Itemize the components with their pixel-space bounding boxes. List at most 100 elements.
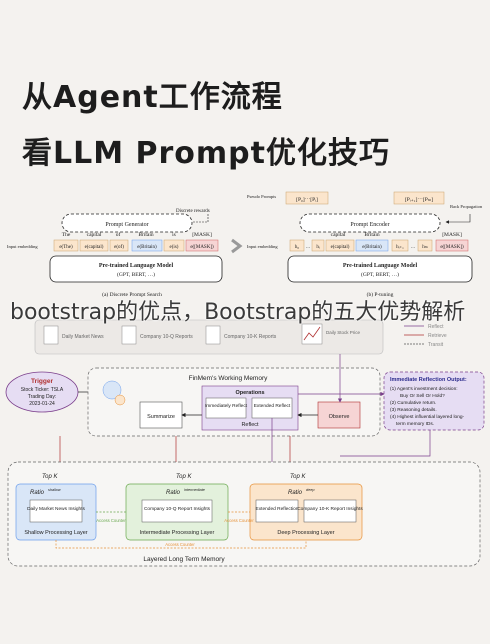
output-line-6: term memory IDs.	[396, 421, 434, 427]
embed-5: e(is)	[170, 245, 179, 250]
pt-embed-box-1	[289, 239, 305, 252]
prompt-encoder-box	[299, 213, 441, 233]
pt-embed-box-5	[355, 239, 389, 252]
topk-shallow: Top K	[42, 474, 58, 480]
caption-b: (b) P-tuning	[367, 291, 394, 298]
watermark-caption: bootstrap的优点，Bootstrap的五大优势解析	[10, 300, 466, 325]
pt-embed-2: …	[306, 245, 311, 250]
trigger-line-3: 2023-01-24	[29, 401, 55, 407]
trigger-title: Trigger	[31, 378, 54, 385]
deep-layer-label: Deep Processing Layer	[277, 530, 334, 536]
embed-box-6	[185, 239, 219, 252]
inter-insight-label: Company 10-Q Report Insights	[144, 506, 211, 512]
deep-extended-box	[255, 499, 299, 523]
topk-inter: Top K	[176, 474, 192, 480]
pt-embed-1: h₀	[295, 245, 300, 250]
word-capital: capital	[87, 232, 102, 238]
pt-embed-6: hᵢ₊₁	[396, 245, 404, 250]
word-mask: [MASK]	[192, 232, 212, 238]
embed-3: e(of)	[114, 245, 124, 250]
pt-embed-4: e(capital)	[331, 245, 350, 250]
deep-ratio-sub: deep	[306, 488, 314, 492]
pseudo-prompts-label: Pseudo Prompts	[247, 194, 276, 199]
word-the: The	[62, 232, 71, 238]
embed-2: e(capital)	[85, 245, 104, 250]
access-counter-3: Access Counter	[165, 542, 195, 547]
pt-embed-box-4	[325, 239, 355, 252]
discrete-rewards-label: Discrete rewards	[176, 209, 210, 214]
lm-box-b	[287, 255, 473, 283]
input-embedding-label: Input embedding	[7, 244, 38, 249]
long-term-label: Layered Long Term Memory	[143, 556, 225, 563]
embed-box-3	[109, 239, 129, 252]
prompt-generator-box	[61, 213, 193, 233]
output-line-1: (1) Agent's investment decision:	[390, 386, 458, 392]
embed-box-5	[163, 239, 185, 252]
word-britain: Britain	[138, 232, 154, 238]
embed-box-4	[131, 239, 163, 252]
caption-a: (a) Discrete Prompt Search	[102, 291, 162, 298]
ptuning-panel: Pseudo Prompts [P₀]⋯[Pᵢ] [Pᵢ₊₁]⋯[Pₘ] Bac…	[247, 191, 483, 298]
observe-label: Observe	[329, 414, 350, 420]
discrete-prompt-panel: Discrete rewards Prompt Generator The ca…	[7, 209, 223, 298]
output-line-2: Buy Or Sell Or Hold?	[400, 393, 445, 399]
inter-ratio: Ratio	[166, 490, 181, 496]
source-stock: Daily Stock Price	[326, 330, 361, 335]
pt-embed-7: …	[411, 245, 416, 250]
immediately-reflect-label: Immediately Reflect	[205, 403, 248, 409]
deep-10k-label: Company 10-K Report Insights	[297, 506, 363, 512]
legend-retrieve: Retrieve	[428, 333, 447, 339]
pt-word-capital: capital	[331, 232, 346, 238]
prompt-encoder-label: Prompt Encoder	[350, 222, 389, 228]
title-line-2: 看LLM Prompt优化技巧	[22, 136, 390, 171]
legend-transit: Transit	[428, 342, 444, 348]
deep-ratio: Ratio	[288, 490, 303, 496]
lm-name-b: Pre-trained Language Model	[343, 263, 418, 269]
pseudo-box-2	[393, 191, 445, 205]
deep-10k-box	[303, 499, 357, 523]
inter-insight-box	[141, 499, 213, 523]
coin-icon	[114, 394, 126, 406]
pt-input-label: Input embedding	[247, 244, 278, 249]
pseudo-2: [Pᵢ₊₁]⋯[Pₘ]	[405, 197, 433, 203]
source-10k: Company 10-K Reports	[224, 334, 277, 340]
prompt-generator-label: Prompt Generator	[105, 222, 148, 228]
pt-embed-box-3	[311, 239, 325, 252]
shallow-ratio: Ratio	[30, 490, 45, 496]
access-line-3	[55, 540, 307, 549]
topk-deep: Top K	[290, 474, 306, 480]
embed-1: e(The)	[59, 245, 73, 250]
shallow-layer-label: Shallow Processing Layer	[24, 530, 87, 536]
lm-sub-a: (GPT, BERT, …)	[117, 271, 155, 278]
pseudo-1: [P₀]⋯[Pᵢ]	[296, 197, 318, 203]
embed-4: e(Britain)	[137, 245, 157, 250]
stock-chart-icon	[301, 323, 323, 345]
word-of: of	[116, 231, 121, 238]
embed-6: e([MASK])	[190, 245, 214, 250]
back-prop-label: Back Propagation	[450, 204, 483, 209]
output-title: Immediate Reflection Output:	[390, 377, 467, 383]
backprop-arrow	[445, 214, 471, 224]
lm-sub-b: (GPT, BERT, …)	[361, 271, 399, 278]
trigger-line-2: Trading Day:	[28, 394, 56, 400]
pt-word-britain: Britain	[364, 232, 380, 238]
embed-box-2	[79, 239, 109, 252]
source-news: Daily Market News	[62, 334, 104, 340]
panel-arrow	[231, 238, 243, 254]
operations-label: Operations	[235, 390, 264, 396]
lm-name-a: Pre-trained Language Model	[99, 263, 174, 269]
finmem-diagram: Daily Market News Company 10-Q Reports C…	[5, 319, 485, 567]
output-back-line	[340, 430, 431, 457]
lm-box-a	[49, 255, 223, 283]
shallow-insight-box	[29, 499, 83, 523]
pt-embed-box-8	[417, 239, 433, 252]
extended-reflect-label: Extended Reflect	[254, 403, 291, 409]
pt-word-mask: [MASK]	[442, 232, 462, 238]
trigger-line-1: Stock Ticker: TSLA	[21, 387, 64, 393]
observe-box	[317, 401, 361, 429]
output-line-3: (2) Cumulative return.	[390, 400, 436, 406]
deep-extended-label: Extended Reflection	[256, 506, 299, 512]
agent-icon	[102, 380, 122, 400]
inter-ratio-sub: intermediate	[184, 488, 205, 492]
